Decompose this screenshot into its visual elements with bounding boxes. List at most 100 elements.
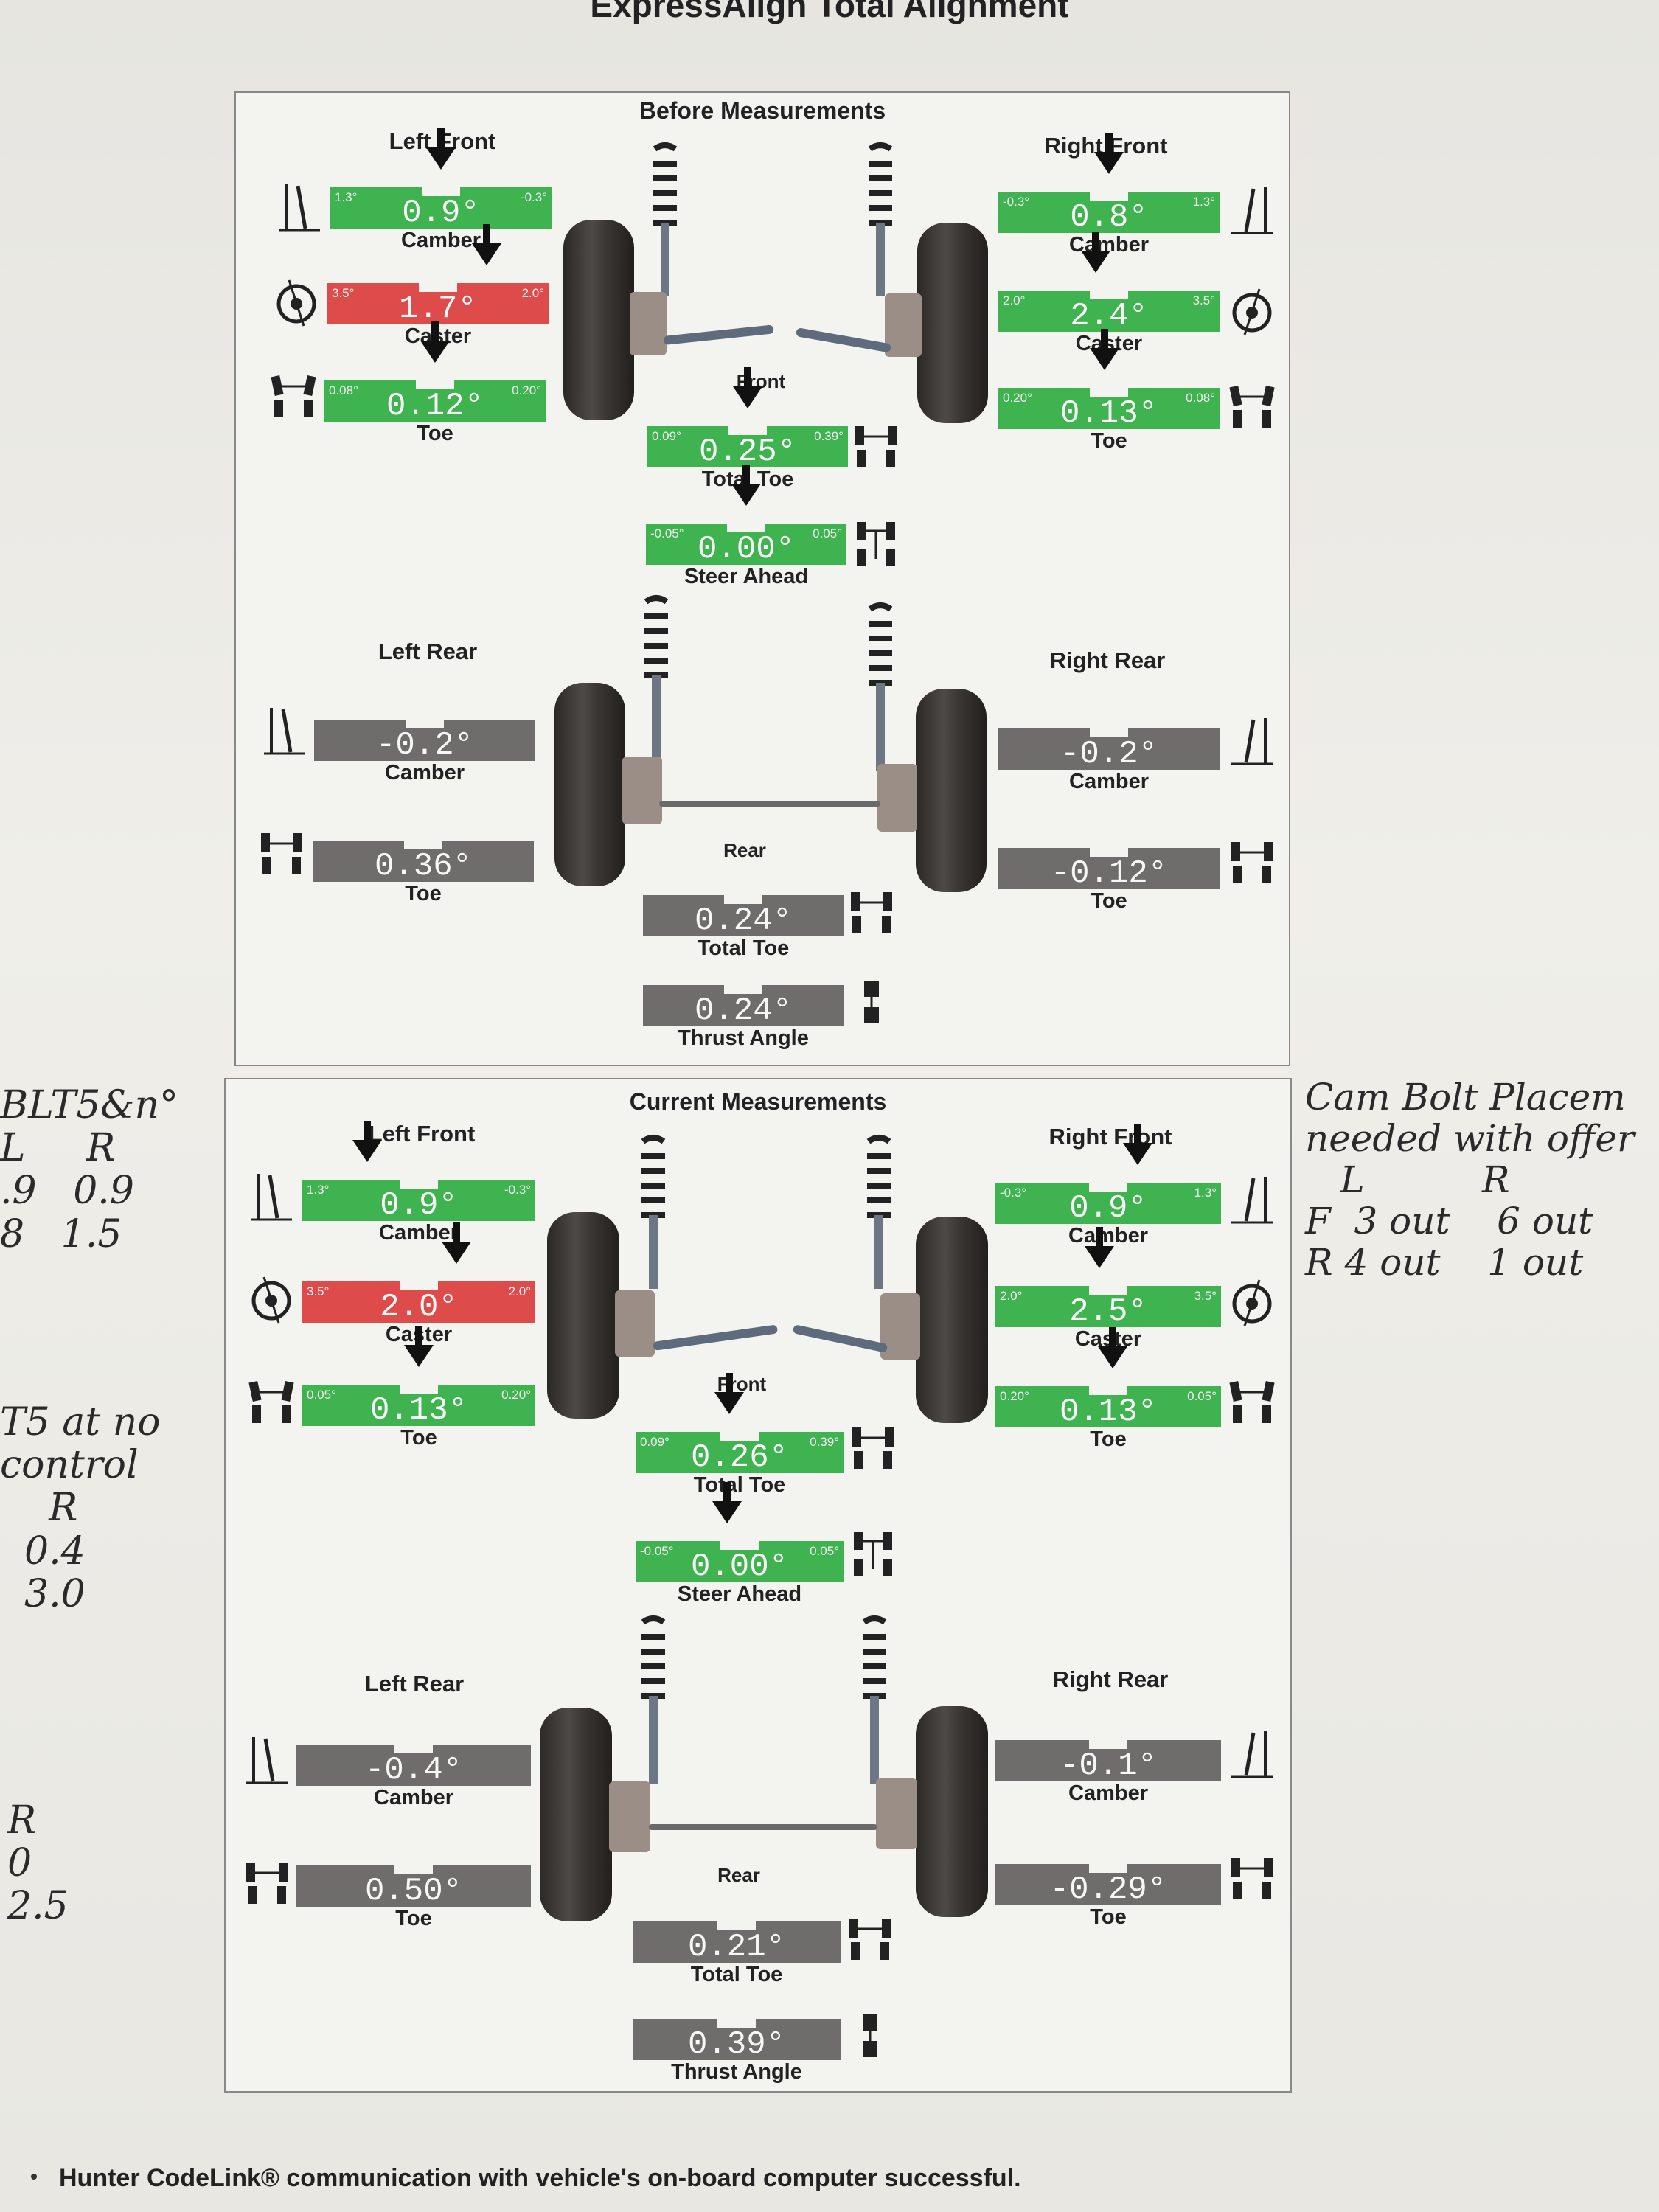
right-front-label: Right Front — [1048, 1124, 1172, 1150]
left-front-knuckle — [615, 1290, 655, 1357]
gauge-caption: Thrust Angle — [671, 2060, 802, 2084]
rf-toe-gauge: 0.20° 0.08° 0.13° Toe — [998, 329, 1220, 453]
gauge-low-limit: -0.3° — [1003, 195, 1030, 209]
target-arrow — [441, 1222, 471, 1264]
gauge-high-limit: 0.39° — [814, 429, 844, 443]
target-arrow — [1122, 1124, 1152, 1165]
left-front-knuckle — [630, 292, 667, 355]
target-arrow — [420, 321, 450, 363]
rf-caster-gauge: 2.0° 3.5° 2.5° Caster — [995, 1227, 1221, 1351]
left-rear-strut — [644, 595, 669, 764]
target-arrow — [731, 465, 761, 506]
right-control-arm — [795, 327, 892, 353]
target-arrow — [1081, 232, 1110, 273]
left-front-tire — [563, 220, 634, 420]
gauge-bar — [998, 192, 1220, 233]
gauge-value: 0.9° — [1069, 1190, 1147, 1227]
gauge-bar — [995, 1286, 1221, 1327]
gauge-low-limit: -0.3° — [1000, 1186, 1027, 1200]
gauge-bar — [998, 291, 1220, 332]
gauge-bar — [636, 1541, 844, 1582]
gauge-low-limit: 0.20° — [1000, 1389, 1029, 1403]
target-arrow — [404, 1326, 434, 1367]
rr-toe-gauge: -0.29° Toe — [995, 1846, 1221, 1929]
gauge-bar — [643, 985, 844, 1026]
left-rear-label: Left Rear — [378, 639, 478, 664]
front-total-toe-gauge: 0.09° 0.39° 0.25° Total Toe — [647, 367, 848, 491]
panel-title: Current Measurements — [629, 1088, 887, 1115]
rear-label: Rear — [723, 839, 766, 861]
gauge-value: -0.1° — [1059, 1747, 1158, 1784]
gauge-value: -0.12° — [1050, 855, 1168, 892]
gauge-caption: Camber — [1069, 770, 1149, 793]
gauge-caption: Camber — [401, 229, 481, 252]
left-front-tire — [547, 1212, 619, 1419]
front-label: Front — [717, 1373, 767, 1395]
right-front-strut — [866, 1135, 891, 1289]
gauge-value: 0.50° — [364, 1873, 463, 1910]
caster-icon — [251, 1276, 291, 1324]
gauge-caption: Toe — [1090, 1905, 1127, 1929]
gauge-bar — [647, 426, 848, 467]
target-arrow — [714, 1373, 744, 1414]
steer-ahead-icon — [854, 1532, 892, 1576]
lf-camber-gauge: 1.3° -0.3° 0.9° Camber — [330, 128, 552, 252]
rr-camber-gauge: -0.2° Camber — [998, 711, 1220, 793]
right-rear-tire — [916, 689, 987, 892]
toe-icon — [246, 1863, 288, 1904]
right-rear-knuckle — [876, 1778, 917, 1849]
right-rear-tire — [916, 1706, 988, 1917]
gauge-value: 0.24° — [694, 902, 793, 939]
camber-icon — [1231, 187, 1273, 234]
gauge-bar — [633, 2019, 841, 2060]
gauge-high-limit: 3.5° — [1194, 1289, 1217, 1303]
gauge-bar — [646, 524, 846, 565]
gauge-caption: Toe — [417, 422, 453, 445]
gauge-high-limit: 0.05° — [810, 1544, 839, 1558]
gauge-caption: Camber — [385, 761, 465, 785]
gauge-high-limit: 2.0° — [521, 286, 544, 300]
toe-icon — [1231, 1858, 1273, 1899]
steer-ahead-icon — [857, 522, 895, 566]
footer-bullet — [31, 2174, 37, 2180]
gauge-bar — [636, 1432, 844, 1473]
rr-camber-gauge: -0.1° Camber — [995, 1722, 1221, 1805]
right-rear-strut — [862, 1615, 887, 1784]
right-front-knuckle — [885, 293, 922, 357]
panel-title: Before Measurements — [639, 97, 886, 124]
left-front-label: Left Front — [368, 1121, 476, 1147]
gauge-low-limit: 3.5° — [332, 286, 355, 300]
gauge-bar — [302, 1281, 535, 1323]
gauge-caption: Total Toe — [690, 1963, 783, 1986]
toe-icon — [1231, 842, 1273, 883]
document-title: ExpressAlign Total Alignment — [590, 0, 1069, 24]
rr-toe-gauge: -0.12° Toe — [998, 830, 1220, 913]
gauge-high-limit: 0.39° — [810, 1435, 839, 1449]
camber-icon — [1231, 1731, 1273, 1778]
gauge-caption: Toe — [405, 882, 442, 905]
left-rear-knuckle — [622, 757, 662, 824]
right-front-strut — [868, 142, 893, 296]
gauge-caption: Toe — [1091, 429, 1127, 453]
target-arrow — [1094, 133, 1124, 174]
rear-total-toe-gauge: 0.24° Total Toe — [643, 877, 844, 960]
lf-toe-gauge: 0.08° 0.20° 0.12° Toe — [324, 321, 546, 445]
camber-icon — [279, 184, 320, 232]
lr-camber-gauge: -0.4° Camber — [296, 1727, 531, 1809]
lf-camber-gauge: 1.3° -0.3° 0.9° Camber — [302, 1121, 535, 1245]
gauge-value: 0.00° — [690, 1548, 789, 1585]
thrust-angle-icon — [863, 2014, 877, 2057]
handwritten-note-right: Cam Bolt Placem needed with offer L R F … — [1305, 1076, 1635, 1284]
right-rear-label: Right Rear — [1049, 647, 1166, 673]
gauge-caption: Toe — [400, 1426, 437, 1450]
target-arrow — [426, 128, 456, 170]
rear-label: Rear — [717, 1864, 760, 1886]
thrust-angle-gauge: 0.24° Thrust Angle — [643, 967, 844, 1050]
right-front-tire — [916, 1217, 988, 1423]
right-rear-strut — [868, 602, 893, 771]
gauge-caption: Thrust Angle — [678, 1026, 809, 1050]
toe-icon — [852, 1427, 894, 1469]
gauge-caption: Total Toe — [697, 936, 790, 960]
left-rear-tire — [540, 1708, 612, 1921]
